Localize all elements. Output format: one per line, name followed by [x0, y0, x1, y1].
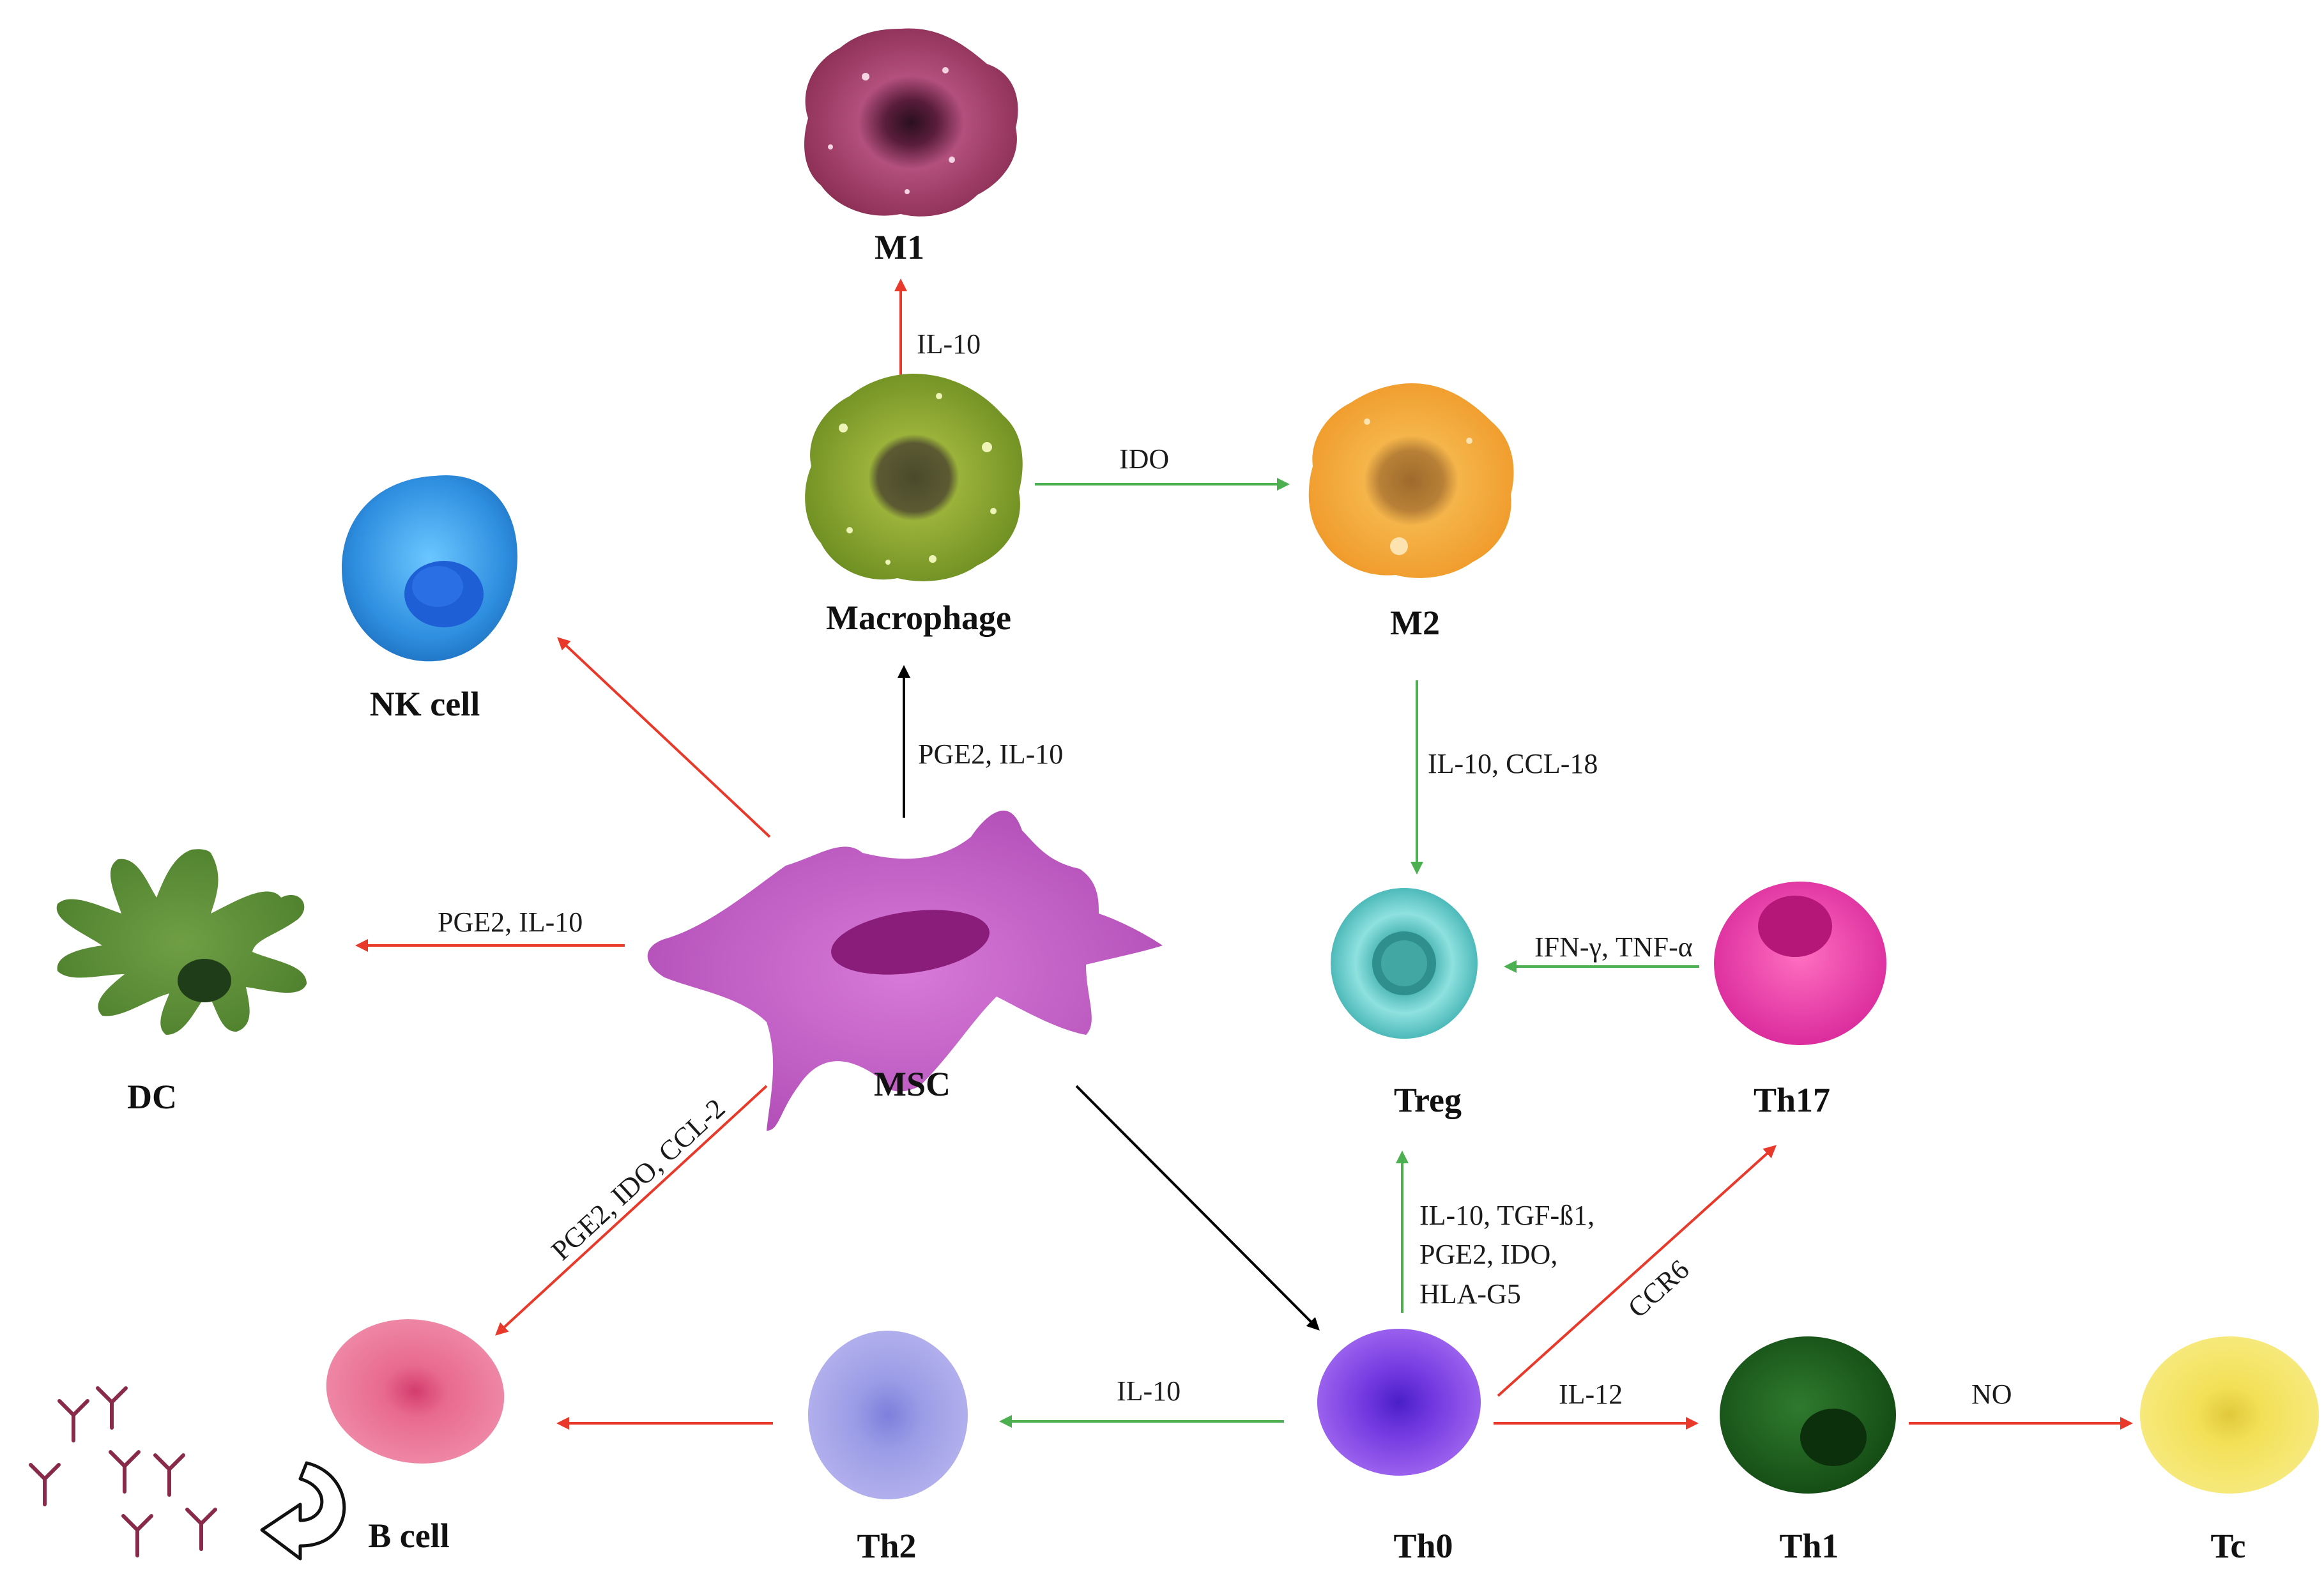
label-mac-m1: IL-10 [917, 328, 981, 360]
arrow-msc-to-bcell [495, 1085, 768, 1336]
m1-label: M1 [875, 228, 924, 266]
label-th0-th2: IL-10 [1117, 1375, 1181, 1407]
label-msc-bcell: PGE2, IDO, CCL-2 [546, 1092, 731, 1266]
th0-label: Th0 [1393, 1527, 1453, 1565]
th0-cell-icon [1317, 1329, 1481, 1476]
label-th1-tc: NO [1971, 1379, 2012, 1410]
label-th0-treg-2: PGE2, IDO, [1419, 1239, 1557, 1270]
th2-cell-icon [808, 1331, 968, 1499]
msc-cell-icon [647, 810, 1163, 1131]
dc-label: DC [127, 1078, 177, 1116]
tc-label: Tc [2210, 1527, 2245, 1565]
treg-label: Treg [1394, 1081, 1462, 1119]
b-cell-icon [326, 1319, 505, 1464]
macrophage-label: Macrophage [826, 599, 1011, 637]
dc-cell-icon [56, 849, 307, 1035]
th2-label: Th2 [857, 1527, 916, 1565]
arrow-msc-to-nk [557, 637, 771, 838]
th17-label: Th17 [1754, 1081, 1830, 1119]
label-th0-treg-1: IL-10, TGF-ß1, [1419, 1200, 1594, 1231]
arrow-msc-to-th0 [1075, 1085, 1320, 1331]
m2-label: M2 [1390, 604, 1440, 642]
tc-cell-icon [2140, 1336, 2319, 1494]
nk-label: NK cell [370, 685, 480, 723]
treg-cell-icon [1331, 888, 1478, 1039]
label-th0-th1: IL-12 [1559, 1379, 1623, 1410]
label-th0-treg-3: HLA-G5 [1419, 1278, 1521, 1310]
label-th0-th17: CCR6 [1622, 1253, 1695, 1324]
m2-cell-icon [1308, 383, 1514, 578]
label-mac-m2: IDO [1119, 443, 1169, 475]
secretion-curved-arrow-icon [260, 1461, 346, 1561]
label-th17-treg: IFN-γ, TNF-α [1534, 931, 1693, 963]
msc-label: MSC [874, 1065, 951, 1103]
label-msc-mac: PGE2, IL-10 [918, 738, 1063, 770]
antibodies-icon [29, 1386, 217, 1557]
th17-cell-icon [1714, 882, 1886, 1045]
arrow-th0-to-th17 [1497, 1145, 1777, 1397]
th1-label: Th1 [1779, 1527, 1839, 1565]
bcell-label: B cell [368, 1517, 449, 1555]
label-msc-dc: PGE2, IL-10 [438, 906, 583, 938]
m1-cell-icon [804, 28, 1018, 217]
macrophage-cell-icon [805, 374, 1023, 581]
nk-cell-icon [342, 475, 517, 662]
th1-cell-icon [1720, 1336, 1896, 1494]
label-m2-treg: IL-10, CCL-18 [1428, 748, 1598, 779]
